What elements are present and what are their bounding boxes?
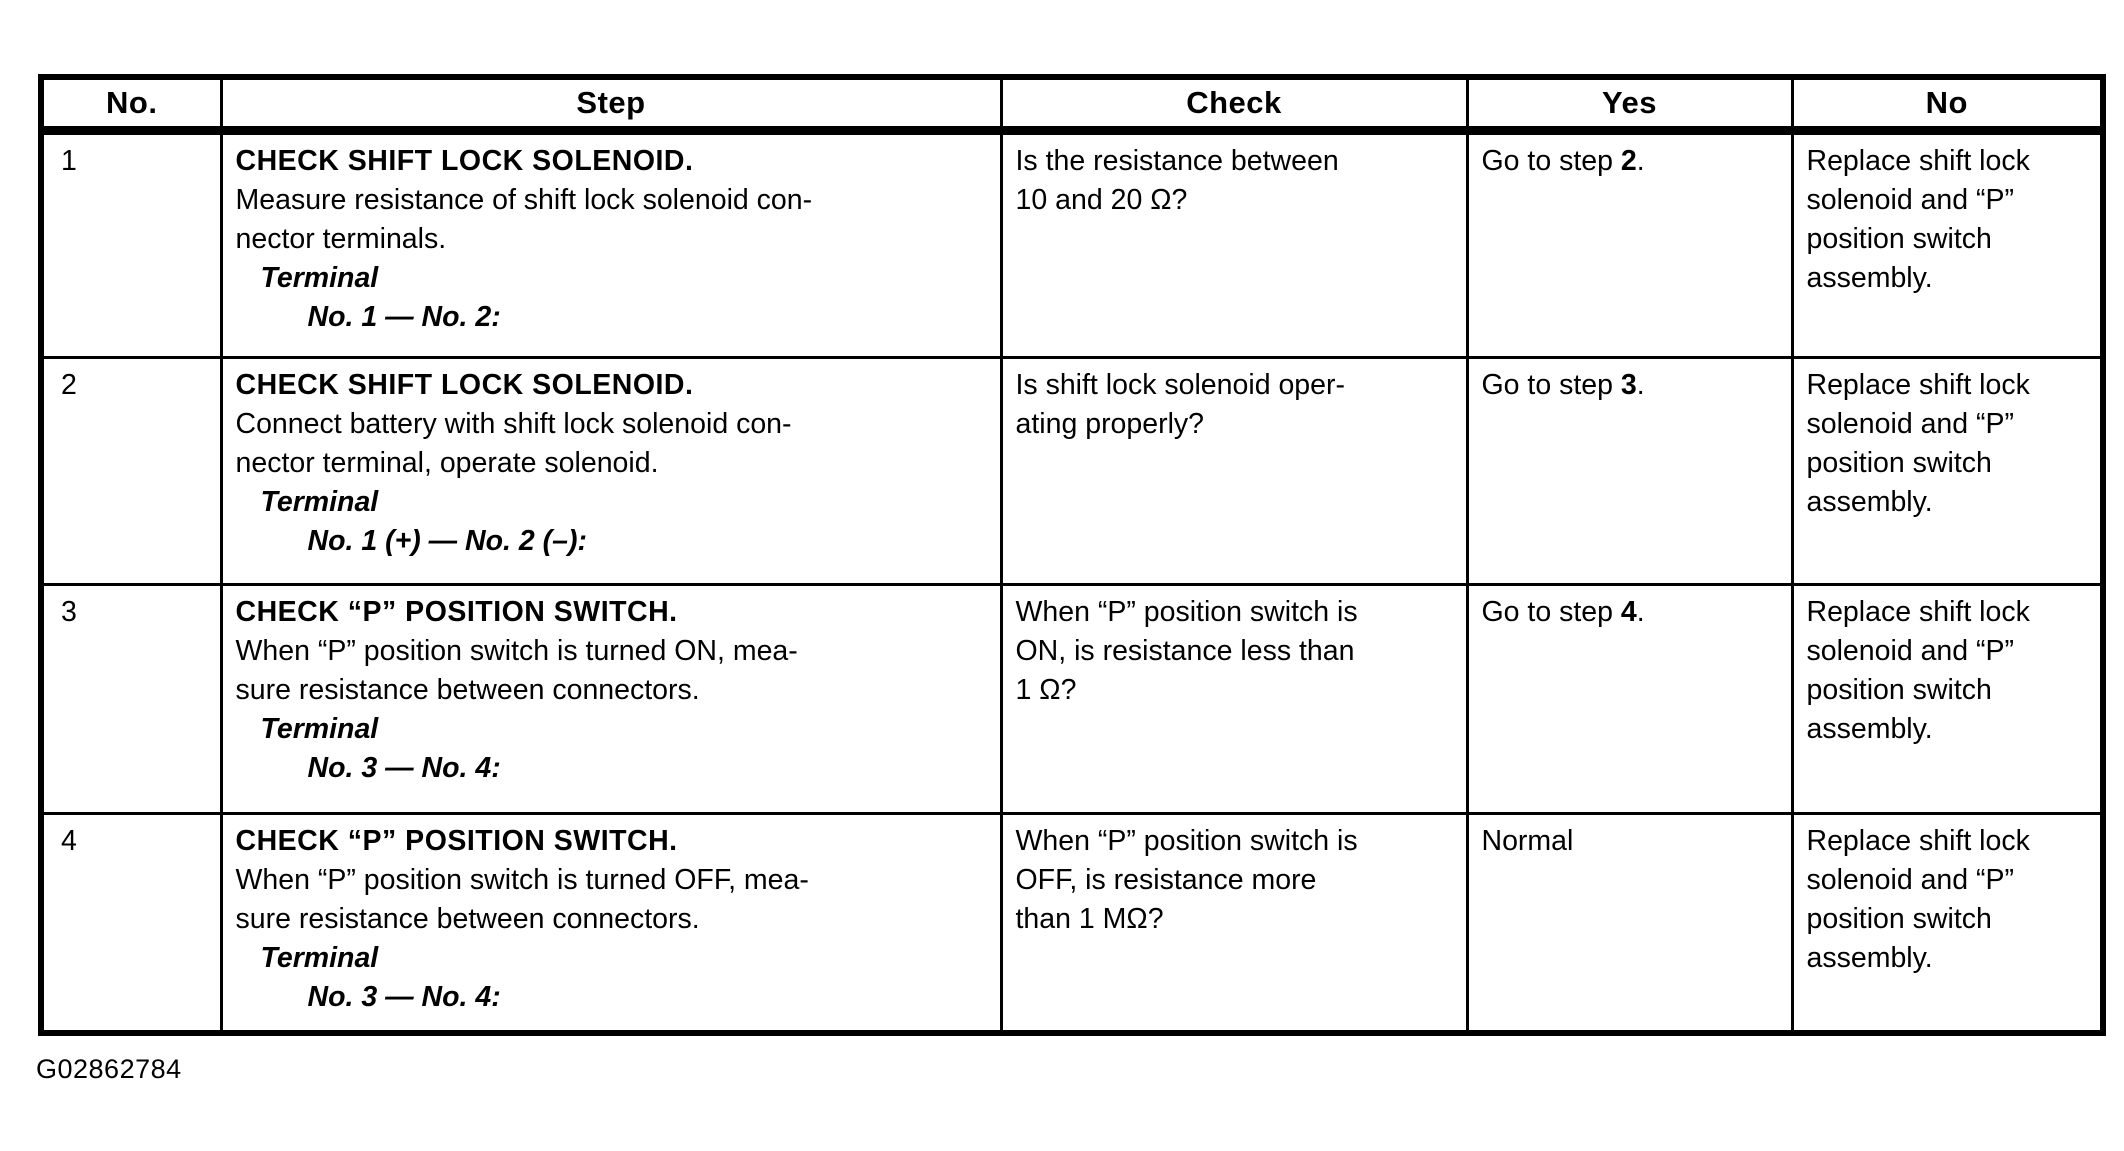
no-action-line: Replace shift lock (1806, 596, 2030, 628)
cell-step: CHECK SHIFT LOCK SOLENOID. Connect batte… (219, 356, 1003, 586)
diagnostic-table: No. Step Check Yes No 1 CHECK SHIFT LOCK… (38, 74, 2106, 1036)
cell-check: When “P” position switch is ON, is resis… (999, 583, 1469, 815)
terminal-label: Terminal (260, 486, 379, 518)
step-title: CHECK “P” POSITION SWITCH. (235, 596, 678, 628)
cell-step: CHECK “P” POSITION SWITCH. When “P” posi… (219, 583, 1003, 815)
no-action-line: assembly. (1806, 486, 1933, 518)
column-header-no-action: No (1790, 75, 2105, 135)
cell-no-action: Replace shift lock solenoid and “P” posi… (1790, 812, 2105, 1034)
check-text-line: Is shift lock solenoid oper- (1015, 369, 1346, 401)
no-action-line: position switch (1806, 903, 1992, 935)
cell-yes: Go to step 3. (1465, 356, 1794, 586)
step-description-line: sure resistance between connectors. (235, 674, 700, 706)
column-header-no: No. (39, 75, 223, 135)
no-action-line: assembly. (1806, 262, 1933, 294)
table-row: 4 CHECK “P” POSITION SWITCH. When “P” po… (39, 812, 2105, 1034)
cell-step-number: 4 (39, 812, 223, 1034)
terminal-value: No. 3 — No. 4: (307, 752, 501, 784)
check-text-line: 10 and 20 Ω? (1015, 184, 1188, 216)
check-text-line: When “P” position switch is (1015, 825, 1358, 857)
no-action-line: position switch (1806, 674, 1992, 706)
step-description-line: sure resistance between connectors. (235, 903, 700, 935)
step-description-line: nector terminals. (235, 223, 447, 255)
cell-step: CHECK “P” POSITION SWITCH. When “P” posi… (219, 812, 1003, 1034)
check-text-line: Is the resistance between (1015, 145, 1339, 177)
no-action-line: solenoid and “P” (1806, 184, 2015, 216)
column-header-check: Check (999, 75, 1469, 135)
check-text-line: When “P” position switch is (1015, 596, 1358, 628)
step-description-line: When “P” position switch is turned OFF, … (235, 864, 809, 896)
cell-yes: Normal (1465, 812, 1794, 1034)
terminal-label: Terminal (260, 262, 379, 294)
no-action-line: assembly. (1806, 713, 1933, 745)
yes-text: Go to step (1481, 369, 1621, 401)
cell-check: Is shift lock solenoid oper- ating prope… (999, 356, 1469, 586)
column-header-step: Step (219, 75, 1003, 135)
terminal-value: No. 1 — No. 2: (307, 301, 501, 333)
table-header-row: No. Step Check Yes No (39, 75, 2105, 135)
cell-no-action: Replace shift lock solenoid and “P” posi… (1790, 129, 2105, 359)
step-description-line: Measure resistance of shift lock solenoi… (235, 184, 813, 216)
yes-step-number: 3 (1620, 369, 1637, 401)
no-action-line: Replace shift lock (1806, 369, 2030, 401)
yes-text-suffix: . (1636, 369, 1645, 401)
check-text-line: OFF, is resistance more (1015, 864, 1317, 896)
yes-step-number: 4 (1620, 596, 1637, 628)
cell-step: CHECK SHIFT LOCK SOLENOID. Measure resis… (219, 129, 1003, 359)
yes-text-suffix: . (1636, 596, 1645, 628)
no-action-line: Replace shift lock (1806, 145, 2030, 177)
yes-text: Normal (1481, 825, 1574, 857)
figure-code: G02862784 (36, 1054, 182, 1084)
table-row: 3 CHECK “P” POSITION SWITCH. When “P” po… (39, 583, 2105, 815)
terminal-value: No. 1 (+) — No. 2 (–): (307, 525, 587, 557)
check-text-line: ating properly? (1015, 408, 1205, 440)
step-description-line: When “P” position switch is turned ON, m… (235, 635, 798, 667)
cell-step-number: 2 (39, 356, 223, 586)
check-text-line: 1 Ω? (1015, 674, 1077, 706)
cell-step-number: 3 (39, 583, 223, 815)
step-title: CHECK SHIFT LOCK SOLENOID. (235, 369, 694, 401)
no-action-line: position switch (1806, 223, 1992, 255)
terminal-label: Terminal (260, 713, 379, 745)
yes-step-number: 2 (1620, 145, 1637, 177)
no-action-line: solenoid and “P” (1806, 864, 2015, 896)
terminal-label: Terminal (260, 942, 379, 974)
cell-no-action: Replace shift lock solenoid and “P” posi… (1790, 356, 2105, 586)
yes-text-suffix: . (1636, 145, 1645, 177)
no-action-line: solenoid and “P” (1806, 408, 2015, 440)
cell-check: When “P” position switch is OFF, is resi… (999, 812, 1469, 1034)
check-text-line: ON, is resistance less than (1015, 635, 1355, 667)
no-action-line: solenoid and “P” (1806, 635, 2015, 667)
no-action-line: position switch (1806, 447, 1992, 479)
no-action-line: assembly. (1806, 942, 1933, 974)
cell-yes: Go to step 4. (1465, 583, 1794, 815)
step-description-line: nector terminal, operate solenoid. (235, 447, 659, 479)
table-row: 1 CHECK SHIFT LOCK SOLENOID. Measure res… (39, 129, 2105, 359)
table-row: 2 CHECK SHIFT LOCK SOLENOID. Connect bat… (39, 356, 2105, 586)
check-text-line: than 1 MΩ? (1015, 903, 1164, 935)
terminal-value: No. 3 — No. 4: (307, 981, 501, 1013)
step-title: CHECK “P” POSITION SWITCH. (235, 825, 678, 857)
no-action-line: Replace shift lock (1806, 825, 2030, 857)
yes-text: Go to step (1481, 145, 1621, 177)
cell-check: Is the resistance between 10 and 20 Ω? (999, 129, 1469, 359)
cell-yes: Go to step 2. (1465, 129, 1794, 359)
cell-step-number: 1 (39, 129, 223, 359)
yes-text: Go to step (1481, 596, 1621, 628)
step-description-line: Connect battery with shift lock solenoid… (235, 408, 792, 440)
cell-no-action: Replace shift lock solenoid and “P” posi… (1790, 583, 2105, 815)
column-header-yes: Yes (1465, 75, 1794, 135)
step-title: CHECK SHIFT LOCK SOLENOID. (235, 145, 694, 177)
